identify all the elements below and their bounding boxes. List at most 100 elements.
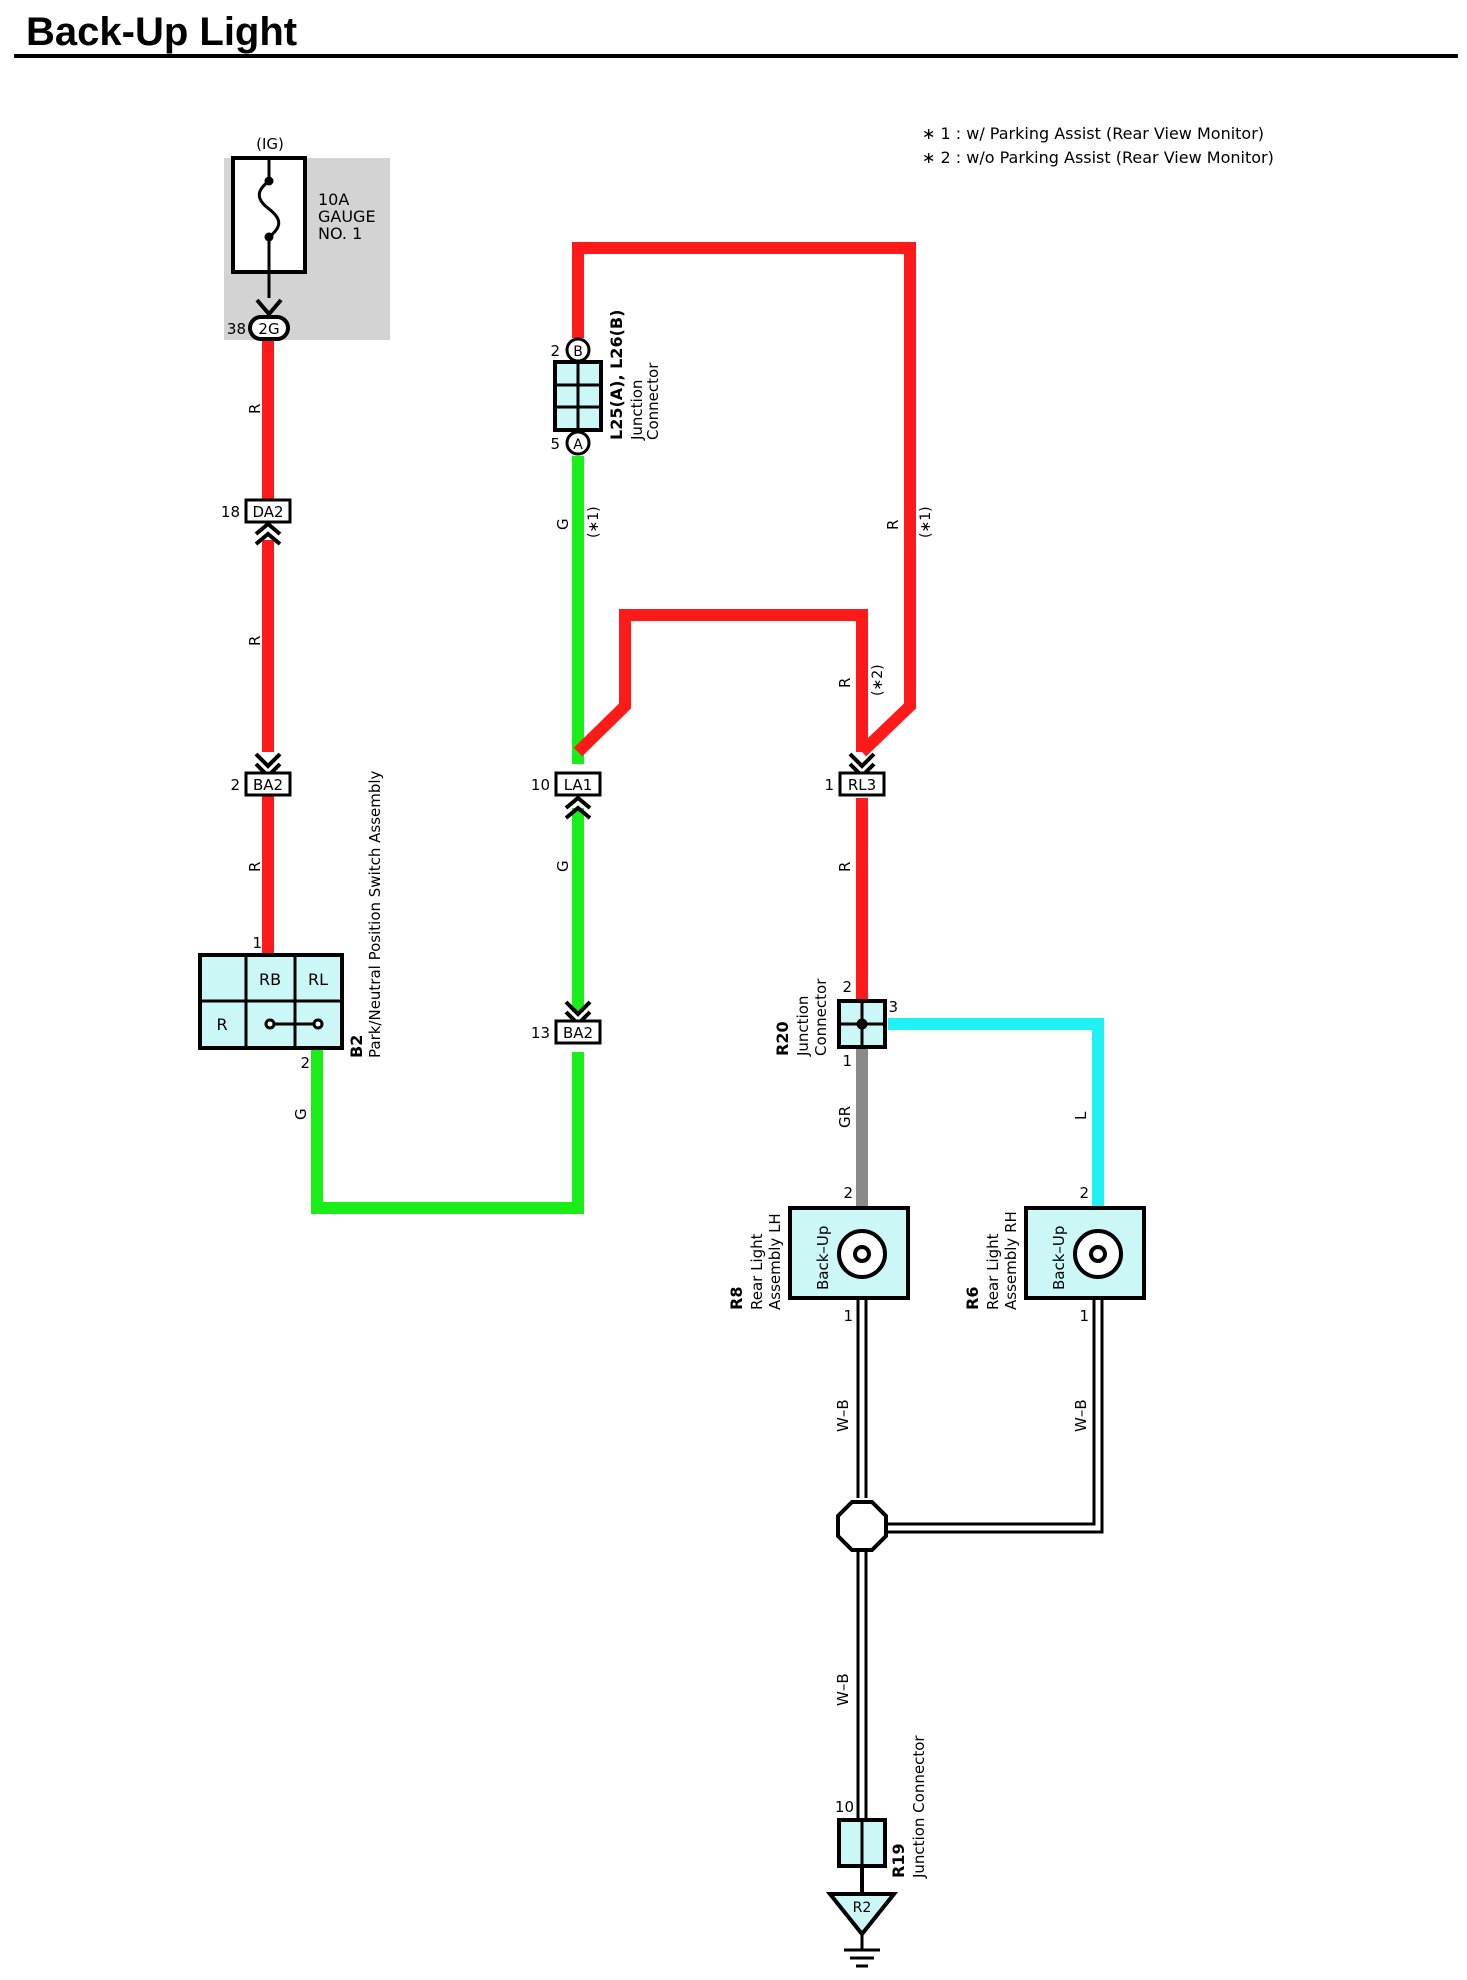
connector-da2-pin: 18 — [221, 503, 240, 521]
connector-la1-chevron-icon — [564, 795, 592, 810]
wire-label-gr: GR — [836, 1106, 854, 1128]
lamp-r8-name-line2: Assembly LH — [766, 1213, 784, 1310]
switch-b2-cell-r: R — [216, 1015, 227, 1034]
junction-r20-pin-in: 2 — [842, 978, 852, 996]
junction-r20-pin-out1: 1 — [842, 1052, 852, 1070]
wire-label-r1: R — [246, 404, 264, 414]
wire-label-l: L — [1072, 1111, 1090, 1120]
fuse-connector-label: 2G — [258, 320, 279, 338]
switch-b2-code: B2 — [347, 1035, 366, 1058]
connector-ba2-bottom-pin: 13 — [531, 1024, 550, 1042]
connector-ba2-bottom — [554, 1019, 602, 1045]
junction-l25-socket-a — [565, 430, 591, 456]
junction-l25-code: L25(A), L26(B) — [607, 310, 626, 440]
lamp-r8-function: Back–Up — [814, 1226, 832, 1290]
junction-r20-pin-out2: 3 — [888, 998, 898, 1016]
title-underline — [14, 54, 1458, 58]
junction-r19-code: R19 — [889, 1843, 908, 1878]
wire-label-wb3: W–B — [834, 1673, 852, 1706]
wire-label-wb2: W–B — [1072, 1399, 1090, 1432]
wire-r-bypass — [573, 609, 868, 757]
lamp-r6-bulb-icon — [1073, 1229, 1123, 1279]
lamp-r8-bulb-icon — [837, 1229, 887, 1279]
wire-label-r-right: R — [884, 520, 902, 530]
junction-l25-pin-top: 2 — [550, 342, 560, 360]
switch-b2-grid — [200, 955, 342, 1048]
wire-label-g3: G — [292, 1108, 310, 1120]
lamp-r8-code: R8 — [727, 1287, 746, 1310]
wire-label-r2: R — [246, 636, 264, 646]
lamp-r6-name-line2: Assembly RH — [1002, 1211, 1020, 1310]
junction-r20-code: R20 — [773, 1021, 792, 1056]
note-2: ∗ 2 : w/o Parking Assist (Rear View Moni… — [922, 148, 1274, 167]
wire-label-wb1: W–B — [834, 1399, 852, 1432]
lamp-r6-pin-bottom: 1 — [1079, 1307, 1089, 1325]
wire-label-r-right-note: (∗1) — [918, 506, 934, 538]
lamp-r6-function: Back–Up — [1050, 1226, 1068, 1290]
connector-rl3 — [838, 771, 886, 797]
fuse-name-line2: NO. 1 — [318, 224, 362, 243]
switch-contact-icon — [264, 1018, 324, 1030]
connector-ba2-bottom-chevron-icon — [564, 1000, 592, 1017]
lamp-r8-pin-top: 2 — [843, 1184, 853, 1202]
junction-r20-name-line1: Junction — [794, 996, 812, 1057]
junction-r19-name: Junction Connector — [910, 1735, 928, 1879]
fuse-icon — [257, 158, 281, 298]
lamp-r6-code: R6 — [963, 1287, 982, 1310]
wire-label-r3: R — [246, 862, 264, 872]
wire-label-g1: G — [554, 518, 572, 530]
fuse-rating: 10A — [318, 190, 349, 209]
connector-da2-label: DA2 — [252, 503, 283, 521]
connector-rl3-chevron-icon — [848, 752, 876, 769]
connector-la1-chevron-icon-2 — [564, 805, 592, 820]
junction-l25-socket-b-label: B — [573, 344, 583, 360]
connector-la1-label: LA1 — [564, 776, 593, 794]
wire-label-g1-note: (∗1) — [586, 506, 602, 538]
junction-r20-grid — [839, 1001, 885, 1047]
connector-da2-chevron-icon-2 — [254, 531, 282, 546]
switch-b2-pin-in: 1 — [252, 934, 262, 952]
lamp-r6-name-line1: Rear Light — [984, 1233, 1002, 1310]
ground-triangle-icon — [825, 1892, 899, 1938]
junction-l25-name-line2: Connector — [644, 362, 662, 440]
wire-wb-group — [856, 1298, 1104, 1820]
connector-la1-pin: 10 — [531, 776, 550, 794]
connector-ba2-top-label: BA2 — [253, 776, 283, 794]
fuse-name-line1: GAUGE — [318, 207, 376, 226]
connector-rl3-pin: 1 — [824, 776, 834, 794]
wire-r-l25-rl3 — [572, 242, 916, 757]
lamp-r8-pin-bottom: 1 — [843, 1307, 853, 1325]
junction-l25-grid — [555, 362, 601, 430]
switch-b2-pin-out: 2 — [300, 1054, 310, 1072]
lamp-r6-body — [1024, 1206, 1146, 1300]
switch-b2-name: Park/Neutral Position Switch Assembly — [366, 770, 384, 1058]
junction-l25-pin-bottom: 5 — [550, 435, 560, 453]
fuse-terminal-number: 38 — [227, 320, 246, 338]
junction-l25-socket-a-label: A — [573, 437, 583, 453]
connector-la1 — [554, 771, 602, 797]
connector-ba2-bottom-label: BA2 — [563, 1024, 593, 1042]
fuse-power-label: (IG) — [256, 135, 284, 153]
connector-da2-chevron-icon — [254, 521, 282, 536]
fuse-arrow-icon — [255, 298, 283, 318]
connector-ba2-top — [244, 771, 292, 797]
switch-b2-cell-rl: RL — [308, 970, 328, 989]
ground-id: R2 — [853, 1900, 872, 1916]
switch-b2-cell-rb: RB — [259, 970, 281, 989]
junction-r19-pin: 10 — [835, 1798, 854, 1816]
wire-label-r-mid: R — [836, 678, 854, 688]
connector-rl3-label: RL3 — [848, 776, 876, 794]
junction-r20-name-line2: Connector — [812, 978, 830, 1056]
lamp-r8-name-line1: Rear Light — [748, 1233, 766, 1310]
wire-label-r-mid-note: (∗2) — [870, 664, 886, 696]
lamp-r6-pin-top: 2 — [1079, 1184, 1089, 1202]
connector-ba2-top-pin: 2 — [230, 776, 240, 794]
wire-g-switch-ba2 — [311, 1048, 584, 1214]
connector-ba2-top-chevron-icon — [254, 752, 282, 769]
ground-symbol-icon — [844, 1934, 880, 1968]
splice-point-icon — [836, 1500, 888, 1552]
page-title: Back-Up Light — [26, 10, 298, 54]
wire-label-r-rl3: R — [836, 862, 854, 872]
wire-label-g2: G — [554, 860, 572, 872]
fuse-connector-2g — [248, 315, 290, 341]
